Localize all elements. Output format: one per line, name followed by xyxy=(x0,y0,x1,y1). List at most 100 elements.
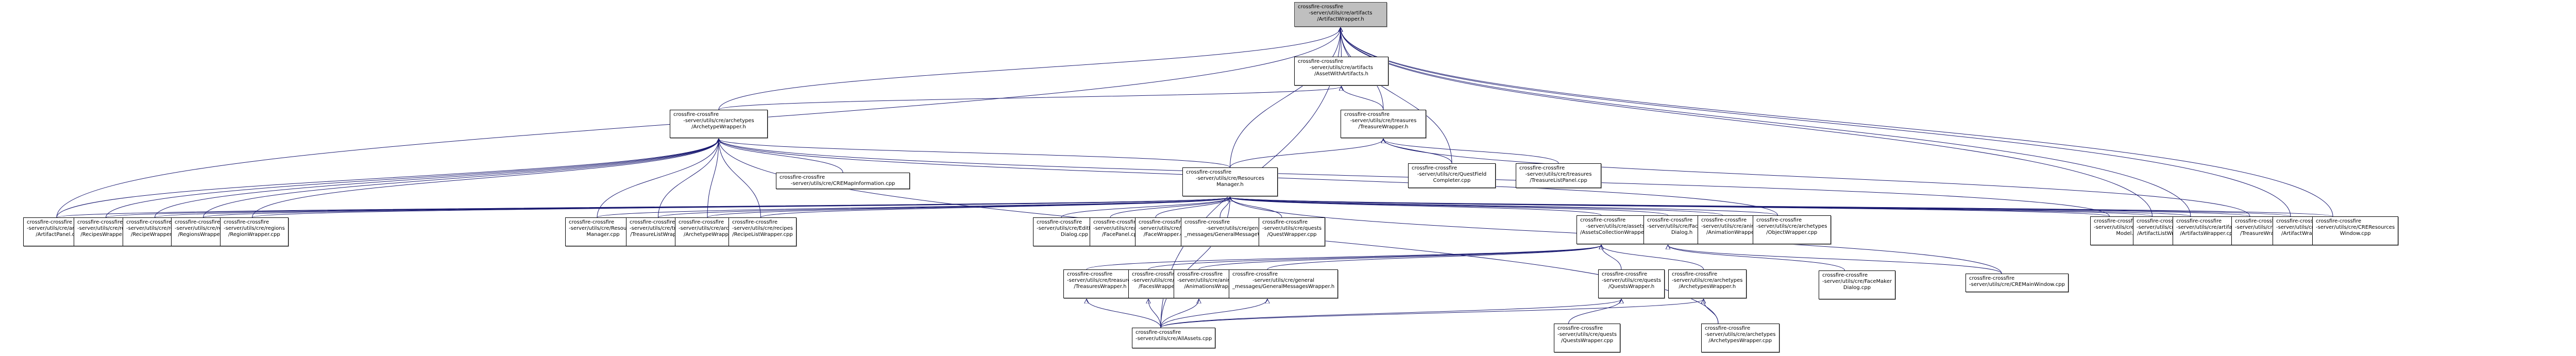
node-label-line: /TreasureWrapper.cpp xyxy=(2240,231,2296,236)
dependency-edge xyxy=(1160,299,1704,328)
graph-node[interactable]: crossfire-crossfire-server/utils/cre/ass… xyxy=(1577,215,1654,244)
graph-node[interactable]: crossfire-crossfire-server/utils/cre/arc… xyxy=(1753,215,1831,244)
graph-node[interactable]: crossfire-crossfire-server/utils/cre/arc… xyxy=(670,110,768,138)
node-label-line: crossfire-crossfire xyxy=(1093,219,1139,225)
dependency-edge xyxy=(1341,28,2291,217)
dependency-edge xyxy=(1087,299,1161,328)
graph-node[interactable]: crossfire-crossfire-server/utils/cre/Fac… xyxy=(1819,270,1896,299)
node-label-line: /RegionWrapper.cpp xyxy=(228,232,280,238)
node-label-line: crossfire-crossfire xyxy=(1262,219,1308,225)
node-label-line: -server/utils/cre/artifacts xyxy=(2137,225,2200,230)
graph-node[interactable]: crossfire-crossfire-server/utils/cre/arc… xyxy=(1668,269,1747,298)
graph-node[interactable]: crossfire-crossfire-server/utils/cre/tre… xyxy=(1063,269,1137,298)
node-label-line: -server/utils/cre/treasures xyxy=(2235,225,2301,230)
dependency-edge xyxy=(1148,299,1161,328)
graph-node[interactable]: crossfire-crossfire-server/utils/cre/que… xyxy=(1598,269,1665,298)
graph-node[interactable]: crossfire-crossfire-server/utils/cre/arc… xyxy=(1701,324,1780,352)
dependency-edge xyxy=(1230,197,2110,217)
dependency-edge xyxy=(1568,299,1622,324)
node-label-line: -server/utils/cre/general xyxy=(1252,278,1315,283)
node-label-line: crossfire-crossfire xyxy=(1705,326,1751,331)
dependency-edge xyxy=(1383,139,1559,164)
node-label-line: -server/utils/cre/artifacts xyxy=(1309,10,1372,16)
graph-node[interactable]: crossfire-crossfire-server/utils/cre/que… xyxy=(1259,217,1326,246)
node-label-line: crossfire-crossfire xyxy=(1519,165,1565,171)
dependency-edge xyxy=(597,139,719,218)
root-node: crossfire-crossfire-server/utils/cre/art… xyxy=(1294,2,1387,27)
node-label-line: -server/utils/cre/artifacts xyxy=(1309,65,1374,71)
node-label-line: crossfire-crossfire xyxy=(1067,272,1113,277)
node-label-line: -server/utils/cre/recipes xyxy=(77,226,138,231)
node-label-line: /ArchetypeWrapper.cpp xyxy=(683,232,744,238)
graph-node[interactable]: crossfire-crossfire-server/utils/cre/tre… xyxy=(1516,163,1601,188)
node-label-line: crossfire-crossfire xyxy=(224,219,269,225)
node-label-line: -server/utils/cre/animations xyxy=(1177,278,1248,283)
dependency-edge xyxy=(1341,28,2191,217)
dependency-edge xyxy=(1230,197,2333,217)
graph-node[interactable]: crossfire-crossfire-server/utils/cre/All… xyxy=(1132,328,1216,348)
dependency-edge xyxy=(1110,197,1230,218)
node-label-line: crossfire-crossfire xyxy=(1139,219,1184,225)
graph-node[interactable]: crossfire-crossfire-server/utils/cre/reg… xyxy=(220,217,289,246)
dependency-edge xyxy=(1668,245,2002,274)
graph-node[interactable]: crossfire-crossfire-server/utils/cre/rec… xyxy=(728,217,796,246)
node-label-line: /ArtifactWrapper.h xyxy=(1317,16,1364,22)
graph-node[interactable]: crossfire-crossfire-server/utils/cre/gen… xyxy=(1229,269,1338,298)
graph-node[interactable]: crossfire-crossfire-server/utils/cre/art… xyxy=(1294,57,1388,86)
graph-node[interactable]: crossfire-crossfire-server/utils/cre/Que… xyxy=(1408,163,1496,188)
dependency-edge xyxy=(719,139,761,218)
node-label-line: Window.cpp xyxy=(2340,231,2371,236)
node-label-line: crossfire-crossfire xyxy=(1557,326,1603,331)
dependency-edge xyxy=(1230,28,1341,168)
node-label-line: -server/utils/cre/artifacts xyxy=(2276,225,2340,230)
node-label-line: crossfire-crossfire xyxy=(732,219,778,225)
node-label-line: crossfire-crossfire xyxy=(1701,217,1747,223)
node-label-line: -server/utils/cre/faces xyxy=(1132,278,1188,283)
node-label-line: -server/utils/cre/treasures xyxy=(630,226,696,231)
node-label-line: crossfire-crossfire xyxy=(2276,218,2322,224)
node-label-line: Dialog.cpp xyxy=(1060,232,1089,238)
graph-node[interactable]: crossfire-crossfire-server/utils/cre/CRE… xyxy=(1965,274,2069,292)
node-label-line: -server/utils/cre/treasures xyxy=(1350,118,1417,124)
node-label-line: -server/utils/cre/faces xyxy=(1139,226,1195,231)
graph-node[interactable]: crossfire-crossfire-server/utils/cre/CRE… xyxy=(2312,216,2399,245)
node-label-line: /FacePanel.cpp xyxy=(1102,232,1141,238)
node-label-line: crossfire-crossfire xyxy=(1232,272,1278,277)
graph-node[interactable]: crossfire-crossfire-server/utils/cre/Res… xyxy=(1182,167,1278,196)
node-label-line: /ArchetypeWrapper.h xyxy=(691,124,746,130)
dependency-edge xyxy=(1341,28,1452,164)
node-label-line: crossfire-crossfire xyxy=(1136,330,1181,335)
node-label-line: /ArchetypesWrapper.h xyxy=(1679,284,1736,290)
dependency-edge xyxy=(106,139,719,218)
node-label-line: Dialog.cpp xyxy=(1843,285,1871,291)
graph-node[interactable]: crossfire-crossfire-server/utils/cre/tre… xyxy=(1341,110,1426,138)
node-label-line: crossfire-crossfire xyxy=(2176,218,2222,224)
node-label-line: crossfire-crossfire xyxy=(1602,272,1648,277)
node-label-line: crossfire-crossfire xyxy=(569,219,615,225)
graph-node[interactable]: crossfire-crossfire-server/utils/cre/CRE… xyxy=(776,173,910,189)
node-label-line: -server/utils/cre/Resources xyxy=(1195,176,1264,181)
dependency-edge xyxy=(1160,197,1230,328)
dependency-edge xyxy=(707,139,719,218)
node-label-line: -server/utils/cre/recipes xyxy=(126,226,187,231)
node-label-line: crossfire-crossfire xyxy=(1177,272,1223,277)
dependency-edge xyxy=(1341,28,2153,217)
node-label-line: Manager.h xyxy=(1216,182,1244,188)
dependency-edge xyxy=(760,197,1230,218)
node-label-line: -server/utils/cre/regions xyxy=(224,226,285,231)
node-label-line: Dialog.h xyxy=(1671,230,1693,235)
node-label-line: /FacesWrapper.h xyxy=(1139,284,1181,290)
dependency-edge xyxy=(1601,245,1704,270)
node-label-line: -server/utils/cre/archetypes xyxy=(1672,278,1743,283)
node-label-line: -server/utils/cre/Archetypes xyxy=(2094,225,2165,230)
node-label-line: -server/utils/cre/QuestField xyxy=(1417,172,1487,177)
node-label-line: Manager.cpp xyxy=(586,232,620,238)
node-label-line: /RecipesWrapper.cpp xyxy=(80,232,135,238)
node-label-line: crossfire-crossfire xyxy=(1344,112,1390,117)
node-label-line: crossfire-crossfire xyxy=(1647,217,1693,223)
dependency-edge xyxy=(1704,299,1719,324)
node-label-line: -server/utils/cre/assets xyxy=(1586,224,1645,229)
graph-node[interactable]: crossfire-crossfire-server/utils/cre/que… xyxy=(1554,324,1621,352)
dependency-edge xyxy=(56,139,719,218)
dependency-edge xyxy=(203,139,719,218)
